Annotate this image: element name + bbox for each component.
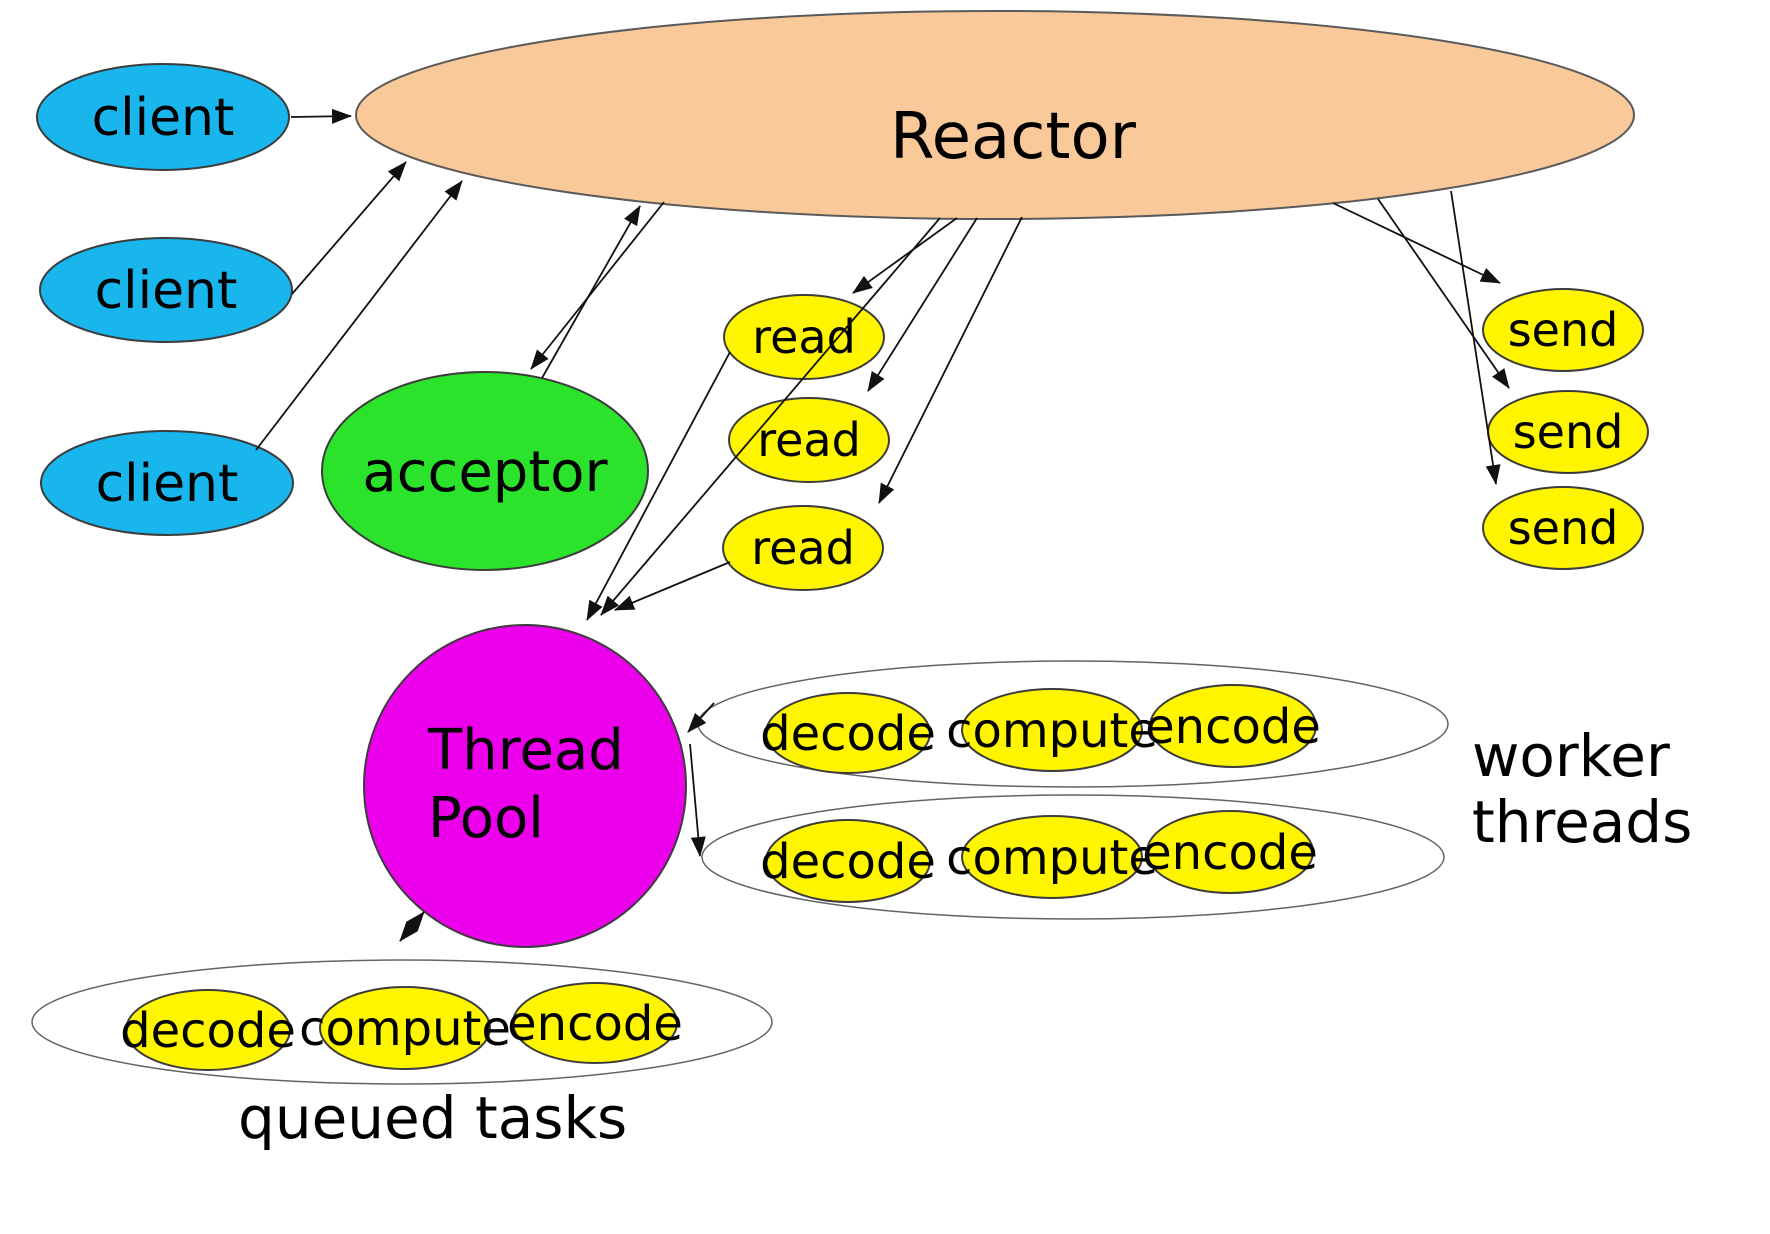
client-ellipse-2 bbox=[39, 237, 293, 343]
arrow-reactor-to-read2 bbox=[867, 217, 978, 392]
arrow-reactor-to-send1 bbox=[1332, 202, 1501, 284]
reactor-node: Reactor bbox=[355, 10, 1635, 220]
arrow-reactor-to-send3 bbox=[1450, 190, 1501, 485]
client-nodes: client client client bbox=[36, 63, 294, 536]
arrow-reactor-to-read1 bbox=[852, 217, 958, 294]
arrow-threadpool-queuedtasks-bidirectional bbox=[399, 911, 425, 942]
read-label-1: read bbox=[752, 310, 856, 364]
annotations: worker threads queued tasks bbox=[238, 722, 1692, 1152]
send-ellipse-3 bbox=[1482, 486, 1644, 570]
worker-row-2-tasks: decode compute encode bbox=[760, 810, 1318, 903]
send-label-2: send bbox=[1513, 405, 1624, 459]
arrow-client3-to-reactor bbox=[255, 180, 463, 451]
queued-compute-label: compute bbox=[299, 1001, 511, 1057]
worker1-encode-ellipse bbox=[1149, 684, 1317, 768]
queued-encode-ellipse bbox=[512, 982, 678, 1064]
client-ellipse-1 bbox=[36, 63, 290, 171]
queued-encode-label: encode bbox=[507, 996, 683, 1052]
arrow-workerrow1-to-threadpool bbox=[687, 702, 715, 733]
worker2-compute-ellipse bbox=[961, 815, 1143, 899]
arrow-reactor-to-read3 bbox=[878, 216, 1023, 504]
thread-pool-label-line1: Thread bbox=[427, 718, 624, 783]
client-label-1: client bbox=[92, 88, 235, 148]
thread-pool-circle bbox=[363, 624, 687, 948]
worker2-encode-label: encode bbox=[1142, 825, 1318, 881]
worker2-encode-ellipse bbox=[1146, 810, 1314, 894]
arrow-acceptor-to-reactor bbox=[541, 205, 641, 379]
thread-pool-node: Thread Pool bbox=[363, 624, 687, 948]
client-label-2: client bbox=[95, 261, 238, 321]
arrow-client1-to-reactor bbox=[290, 108, 352, 124]
connector-arrows bbox=[255, 108, 1510, 942]
acceptor-ellipse bbox=[321, 371, 649, 571]
read-ellipse-1 bbox=[723, 294, 885, 380]
queued-decode-label: decode bbox=[120, 1003, 296, 1059]
worker-threads-label-line1: worker bbox=[1472, 722, 1670, 790]
send-handler-nodes: send send send bbox=[1482, 288, 1649, 570]
acceptor-node: acceptor bbox=[321, 371, 649, 571]
worker1-encode-label: encode bbox=[1145, 699, 1321, 755]
send-ellipse-1 bbox=[1482, 288, 1644, 372]
read-ellipse-3 bbox=[722, 505, 884, 591]
worker1-decode-ellipse bbox=[765, 692, 931, 774]
client-label-3: client bbox=[96, 454, 239, 514]
arrow-client2-to-reactor bbox=[291, 161, 407, 295]
worker1-compute-ellipse bbox=[961, 688, 1143, 772]
read-label-3: read bbox=[751, 521, 855, 575]
read-label-2: read bbox=[757, 413, 861, 467]
worker2-decode-ellipse bbox=[765, 819, 931, 903]
arrow-read1-to-threadpool bbox=[586, 351, 731, 621]
acceptor-label: acceptor bbox=[362, 440, 608, 505]
worker-row-1-tasks: decode compute encode bbox=[760, 684, 1321, 774]
arrow-read3-to-threadpool bbox=[614, 561, 731, 611]
arrow-reactor-to-acceptor bbox=[530, 201, 665, 370]
worker1-compute-label: compute bbox=[946, 703, 1158, 759]
client-ellipse-3 bbox=[40, 430, 294, 536]
send-label-3: send bbox=[1508, 501, 1619, 555]
thread-pool-label-line2: Pool bbox=[428, 786, 544, 851]
worker-threads-label-line2: threads bbox=[1472, 788, 1692, 856]
reactor-ellipse bbox=[355, 10, 1635, 220]
queued-compute-ellipse bbox=[319, 986, 491, 1070]
worker2-compute-label: compute bbox=[946, 830, 1158, 886]
arrow-reactor-to-send2 bbox=[1377, 198, 1510, 389]
queued-tasks-label: queued tasks bbox=[238, 1084, 627, 1152]
arrow-reactor-to-threadpool bbox=[600, 217, 941, 616]
reactor-label: Reactor bbox=[890, 100, 1137, 174]
queued-decode-ellipse bbox=[125, 989, 291, 1071]
arrow-threadpool-to-workerrow2 bbox=[689, 743, 706, 857]
send-label-1: send bbox=[1508, 303, 1619, 357]
worker2-decode-label: decode bbox=[760, 834, 936, 890]
worker1-decode-label: decode bbox=[760, 706, 936, 762]
queued-tasks-row: decode compute encode bbox=[120, 982, 683, 1071]
